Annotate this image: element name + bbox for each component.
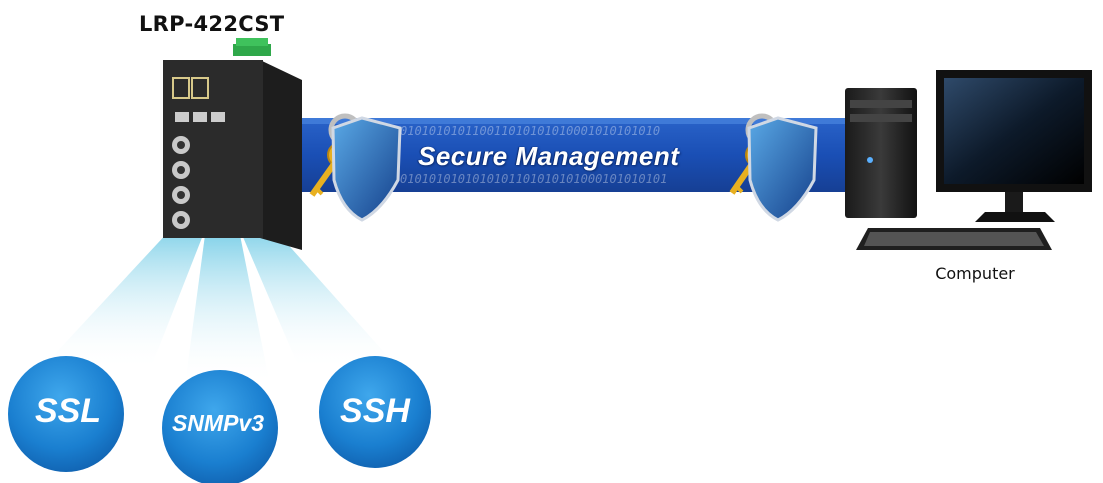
protocol-label-snmpv3: SNMPv3 bbox=[171, 410, 265, 436]
protocol-bubble-ssh bbox=[319, 356, 431, 468]
security-key-shield-icon bbox=[309, 113, 402, 222]
binary-stream-top: 010101010110011010101010001010101010 bbox=[400, 124, 661, 138]
industrial-switch-icon bbox=[163, 38, 302, 250]
secure-management-banner bbox=[295, 118, 860, 192]
computer-label: Computer bbox=[935, 264, 1015, 283]
binary-stream-bottom: 0101010101010101101010101000101010101 bbox=[400, 172, 668, 186]
protocol-bubble-ssl bbox=[8, 356, 124, 472]
protocol-bubble-snmpv3 bbox=[162, 370, 278, 483]
protocol-label-ssh: SSH bbox=[340, 392, 410, 430]
banner-title: Secure Management bbox=[418, 141, 680, 171]
security-key-shield-icon bbox=[729, 113, 818, 222]
device-title: LRP-422CST bbox=[139, 12, 285, 36]
signal-beams bbox=[40, 230, 400, 385]
desktop-computer-icon bbox=[845, 70, 1092, 250]
protocol-label-ssl: SSL bbox=[34, 392, 102, 430]
